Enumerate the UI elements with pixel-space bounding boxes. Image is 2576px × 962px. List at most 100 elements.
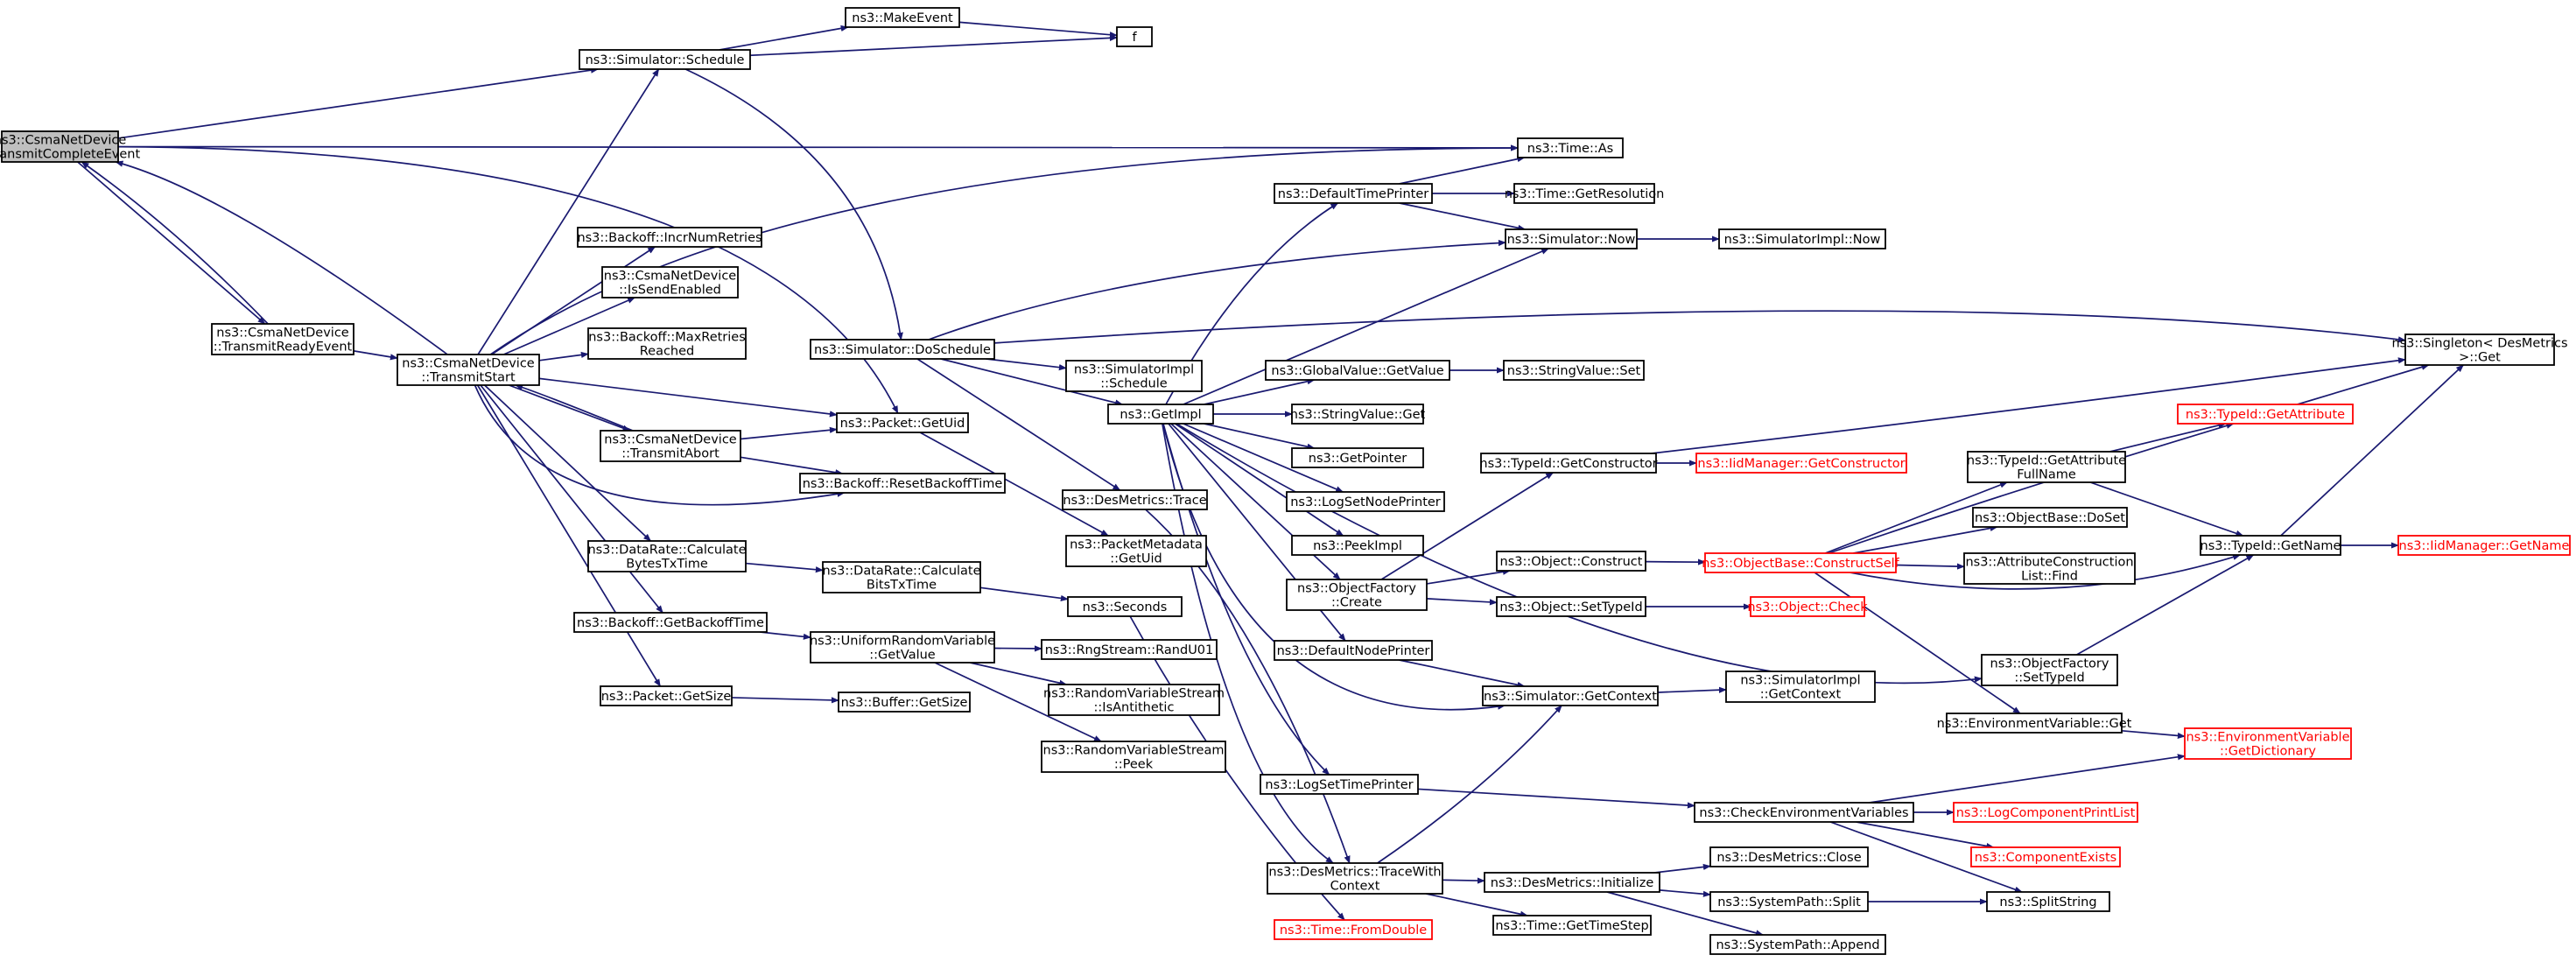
node-label: ns3::SimulatorImpl::Now [1724,233,1881,247]
node-incrretries[interactable]: ns3::Backoff::IncrNumRetries [577,227,762,248]
node-label: ns3::Time::GetResolution [1505,187,1665,201]
node-label: ns3::RandomVariableStream [1043,744,1225,758]
call-edge-readyevent-to-root [81,161,269,325]
node-box [1513,183,1655,204]
node-label: ns3::Buffer::GetSize [841,696,968,710]
node-implgetctx[interactable]: ns3::SimulatorImpl::GetContext [1725,671,1876,703]
node-desclose[interactable]: ns3::DesMetrics::Close [1709,846,1869,867]
node-label: ns3::PacketMetadata [1070,538,1203,552]
node-ofsettypeid[interactable]: ns3::ObjectFactory::SetTypeId [1981,654,2118,686]
node-constructself[interactable]: ns3::ObjectBase::ConstructSelf [1702,552,1900,573]
node-box [1065,535,1207,567]
node-logcomplist[interactable]: ns3::LogComponentPrintList [1953,802,2138,823]
node-resetbackoff[interactable]: ns3::Backoff::ResetBackoffTime [799,473,1006,494]
node-envdict[interactable]: ns3::EnvironmentVariable::GetDictionary [2184,727,2352,760]
call-edge-urvgetvalue-to-randu01 [993,645,1042,652]
node-simnow[interactable]: ns3::Simulator::Now [1505,228,1638,249]
node-simgetctx[interactable]: ns3::Simulator::GetContext [1482,685,1659,706]
node-implschedule[interactable]: ns3::SimulatorImpl::Schedule [1065,360,1203,392]
node-splitstring[interactable]: ns3::SplitString [1986,891,2110,912]
node-label: ns3::DesMetrics::Close [1716,851,1861,865]
node-label: List::Find [2021,570,2078,584]
node-envget[interactable]: ns3::EnvironmentVariable::Get [1937,713,2132,734]
node-label: ::Create [1331,596,1382,610]
node-getuid[interactable]: ns3::Packet::GetUid [836,412,969,433]
node-singleton[interactable]: ns3::Singleton< DesMetrics>::Get [2391,334,2568,366]
node-desinit[interactable]: ns3::DesMetrics::Initialize [1484,872,1660,893]
node-syssplit[interactable]: ns3::SystemPath::Split [1709,891,1869,912]
node-label: ns3::CsmaNetDevice [216,327,349,341]
node-iidctor[interactable]: ns3::IidManager::GetConstructor [1695,453,1907,474]
node-urvgetvalue[interactable]: ns3::UniformRandomVariable::GetValue [810,631,995,664]
node-getbackoff[interactable]: ns3::Backoff::GetBackoffTime [573,612,768,633]
node-logtimeprinter[interactable]: ns3::LogSetTimePrinter [1260,774,1419,795]
node-strget[interactable]: ns3::StringValue::Get [1290,404,1426,425]
call-edge-txstart-to-getbackoff [480,384,663,614]
node-getctor[interactable]: ns3::TypeId::GetConstructor [1479,453,1658,474]
node-getimpl[interactable]: ns3::GetImpl [1107,404,1214,425]
node-peekimpl[interactable]: ns3::PeekImpl [1291,535,1424,556]
node-getattr[interactable]: ns3::TypeId::GetAttribute [2177,404,2354,425]
node-label: ns3::LogSetTimePrinter [1265,778,1413,792]
node-bufsize[interactable]: ns3::Buffer::GetSize [838,692,971,713]
node-randu01[interactable]: ns3::RngStream::RandU01 [1041,639,1218,660]
node-objconstruct[interactable]: ns3::Object::Construct [1496,551,1646,572]
node-lognodeprinter[interactable]: ns3::LogSetNodePrinter [1286,491,1445,512]
call-edge-txstart-to-issend [502,297,635,355]
node-iidgetname[interactable]: ns3::IidManager::GetName [2397,535,2571,556]
node-box [1482,685,1659,706]
node-label: ns3::CsmaNetDevice [402,357,535,371]
node-box [1286,579,1428,611]
node-isantithetic[interactable]: ns3::RandomVariableStream::IsAntithetic [1043,684,1225,716]
node-issend[interactable]: ns3::CsmaNetDevice::IsSendEnabled [601,266,739,298]
node-label: ns3::Object::Check [1747,600,1868,614]
node-objsettypeid[interactable]: ns3::Object::SetTypeId [1496,596,1646,617]
node-dosetobj[interactable]: ns3::ObjectBase::DoSet [1972,507,2128,528]
node-destrace[interactable]: ns3::DesMetrics::Trace [1062,489,1208,510]
node-label: ns3::StringValue::Get [1290,408,1426,422]
node-box [1505,228,1638,249]
node-defaulttime[interactable]: ns3::DefaultTimePrinter [1274,183,1433,204]
node-pktsize[interactable]: ns3::Packet::GetSize [600,685,733,706]
node-peek[interactable]: ns3::RandomVariableStream::Peek [1041,741,1226,773]
node-checkenv[interactable]: ns3::CheckEnvironmentVariables [1694,802,1914,823]
call-edge-constructself-to-dosetobj [1853,524,1998,554]
node-seconds[interactable]: ns3::Seconds [1067,596,1183,617]
node-txabort[interactable]: ns3::CsmaNetDevice::TransmitAbort [600,430,741,462]
node-txstart[interactable]: ns3::CsmaNetDevice::TransmitStart [397,354,540,386]
node-compexists[interactable]: ns3::ComponentExists [1970,846,2121,867]
node-ofcreate[interactable]: ns3::ObjectFactory::Create [1286,579,1428,611]
node-readyevent[interactable]: ns3::CsmaNetDevice::TransmitReadyEvent [211,323,354,355]
node-fromdouble[interactable]: ns3::Time::FromDouble [1274,919,1433,940]
node-timeas[interactable]: ns3::Time::As [1517,137,1624,158]
node-objcheck[interactable]: ns3::Object::Check [1747,596,1868,617]
node-metauid[interactable]: ns3::PacketMetadata::GetUid [1065,535,1207,567]
call-edge-txstart-to-maxretries [538,351,589,362]
node-schedule[interactable]: ns3::Simulator::Schedule [579,49,751,70]
node-timestep[interactable]: ns3::Time::GetTimeStep [1492,915,1652,936]
node-globalget[interactable]: ns3::GlobalValue::GetValue [1265,360,1450,381]
node-box [1274,919,1433,940]
node-sysappend[interactable]: ns3::SystemPath::Append [1709,934,1886,955]
node-makeevent[interactable]: ns3::MakeEvent [845,7,960,28]
node-getres[interactable]: ns3::Time::GetResolution [1505,183,1665,204]
node-strset[interactable]: ns3::StringValue::Set [1503,360,1645,381]
node-typegetname[interactable]: ns3::TypeId::GetName [2200,535,2341,556]
node-box [1695,453,1907,474]
node-implnow[interactable]: ns3::SimulatorImpl::Now [1718,228,1886,249]
node-root[interactable]: ns3::CsmaNetDevice::TransmitCompleteEven… [0,130,140,163]
call-edge-tracewithctx-to-desinit [1442,877,1485,884]
node-f[interactable]: f [1116,26,1153,47]
node-doschedule[interactable]: ns3::Simulator::DoSchedule [810,339,995,360]
call-edge-constructself-to-envget [1814,572,2021,714]
node-getpointer[interactable]: ns3::GetPointer [1291,447,1424,468]
node-label: ns3::DataRate::Calculate [587,544,746,558]
node-defaultnode[interactable]: ns3::DefaultNodePrinter [1274,640,1433,661]
